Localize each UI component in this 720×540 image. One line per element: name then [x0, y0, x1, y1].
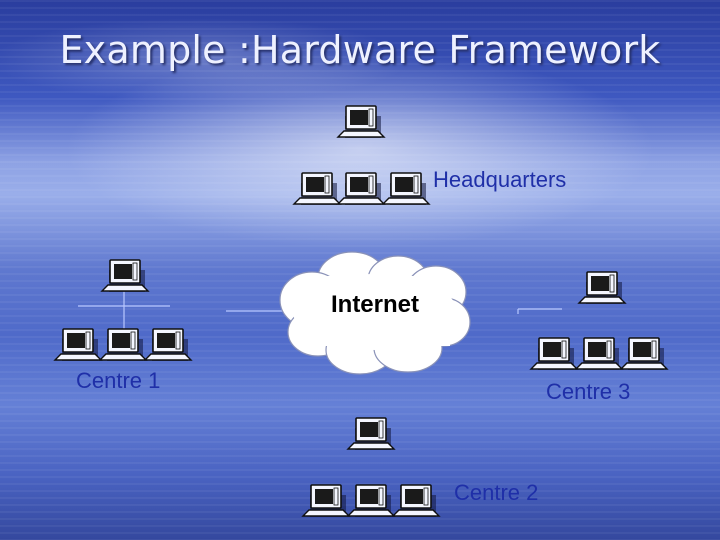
centre3-computers	[530, 271, 668, 371]
computer-icon	[578, 271, 626, 305]
headquarters-label: Headquarters	[433, 167, 567, 192]
computer-icon	[293, 172, 341, 206]
computer-icon	[337, 105, 385, 139]
cloud-icon	[279, 251, 471, 375]
computer-icon	[575, 337, 623, 371]
internet-label: Internet	[330, 291, 419, 318]
computer-icon	[101, 259, 149, 293]
centre2-computers	[302, 417, 440, 518]
computer-icon	[54, 328, 102, 362]
computer-icon	[99, 328, 147, 362]
computer-icon	[620, 337, 668, 371]
centre1-computers	[54, 259, 192, 362]
slide-title: Example :Hardware Framework	[59, 28, 661, 72]
computer-icon	[392, 484, 440, 518]
computer-icon	[144, 328, 192, 362]
centre2-label: Centre 2	[454, 480, 539, 505]
computer-icon	[382, 172, 430, 206]
computer-icon	[347, 484, 395, 518]
computer-icon	[347, 417, 395, 451]
computer-icon	[302, 484, 350, 518]
headquarters-computers	[293, 105, 430, 206]
connection-lines	[78, 288, 562, 330]
computer-icon	[337, 172, 385, 206]
centre1-label: Centre 1	[76, 368, 161, 393]
computer-icon	[530, 337, 578, 371]
centre3-label: Centre 3	[546, 379, 631, 404]
